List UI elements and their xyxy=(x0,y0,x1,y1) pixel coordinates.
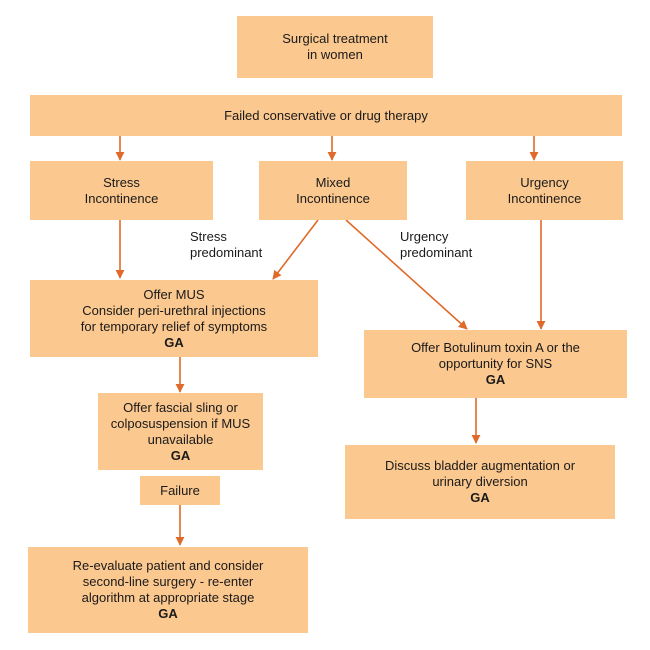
node-surgical-treatment: Surgical treatment in women xyxy=(237,16,433,78)
arrow-mixed-to-mus xyxy=(272,219,319,280)
node-ga-label: GA xyxy=(164,334,184,350)
label-line: Stress xyxy=(190,229,227,244)
node-line: Failed conservative or drug therapy xyxy=(224,107,428,123)
node-fascial-sling: Offer fascial sling or colposuspension i… xyxy=(98,393,263,470)
node-line: Offer MUS xyxy=(143,286,205,302)
node-line: Discuss bladder augmentation or xyxy=(384,458,576,473)
node-line: in women xyxy=(307,47,363,62)
label-line: predominant xyxy=(400,245,473,260)
node-line: second-line surgery - re-enter xyxy=(82,574,254,589)
node-line: Incontinence xyxy=(84,190,159,206)
node-line: algorithm at appropriate stage xyxy=(81,590,255,605)
label-line: Urgency xyxy=(400,229,449,244)
node-ga-label: GA xyxy=(158,606,178,621)
arrow-mixed-to-botox xyxy=(345,219,468,330)
node-ga-label: GA xyxy=(170,447,191,463)
node-line: Surgical treatment xyxy=(282,31,388,46)
node-line: Failure xyxy=(160,482,200,498)
node-re-evaluate: Re-evaluate patient and consider second-… xyxy=(28,547,308,633)
node-ga-label: GA xyxy=(485,372,506,387)
node-failed-therapy: Failed conservative or drug therapy xyxy=(30,95,622,136)
node-line: Incontinence xyxy=(507,190,582,206)
node-line: Urgency xyxy=(520,174,569,190)
node-offer-botulinum: Offer Botulinum toxin A or the opportuni… xyxy=(364,330,627,398)
node-line: Stress xyxy=(103,174,140,190)
label-stress-predominant: Stress predominant xyxy=(190,229,262,261)
node-failure: Failure xyxy=(140,476,220,505)
node-stress-incontinence: Stress Incontinence xyxy=(30,161,213,220)
node-line: opportunity for SNS xyxy=(438,356,553,371)
node-line: Consider peri-urethral injections xyxy=(82,302,266,318)
node-line: Re-evaluate patient and consider xyxy=(72,558,264,573)
node-offer-mus: Offer MUS Consider peri-urethral injecti… xyxy=(30,280,318,357)
node-line: Mixed xyxy=(315,174,351,190)
label-line: predominant xyxy=(190,245,263,260)
node-urgency-incontinence: Urgency Incontinence xyxy=(466,161,623,220)
node-ga-label: GA xyxy=(470,490,490,505)
node-line: colposuspension if MUS xyxy=(110,415,251,431)
node-line: Offer Botulinum toxin A or the xyxy=(411,340,580,355)
node-line: urinary diversion xyxy=(432,474,528,489)
node-mixed-incontinence: Mixed Incontinence xyxy=(259,161,407,220)
node-line: unavailable xyxy=(147,431,214,447)
node-line: Incontinence xyxy=(296,190,370,206)
node-line: Offer fascial sling or xyxy=(123,399,238,415)
label-urgency-predominant: Urgency predominant xyxy=(400,229,472,261)
node-line: for temporary relief of symptoms xyxy=(80,318,268,334)
node-bladder-augmentation: Discuss bladder augmentation or urinary … xyxy=(345,445,615,519)
